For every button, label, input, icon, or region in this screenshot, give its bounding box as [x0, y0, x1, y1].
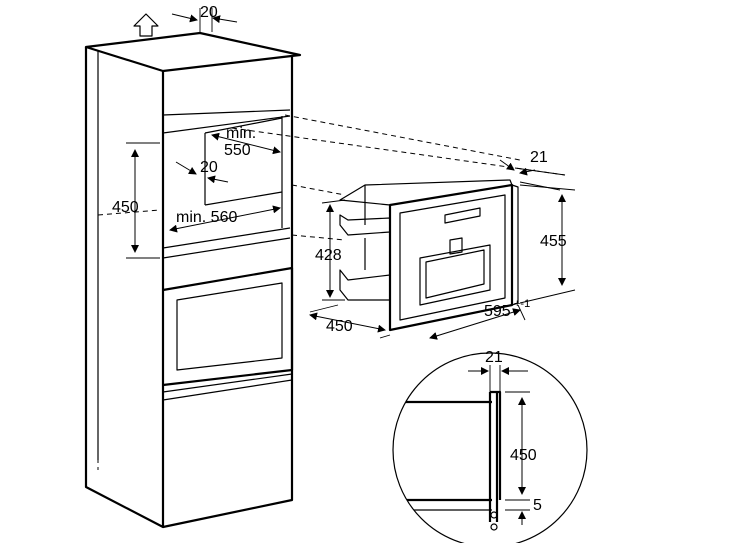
detail-offset-label: 5 — [533, 497, 542, 514]
front-height-label: 455 — [540, 233, 567, 250]
niche-bottom — [162, 227, 291, 249]
niche-depth-label-min: min. — [226, 125, 256, 142]
oven-door — [162, 266, 294, 387]
dispenser-opening — [419, 244, 491, 306]
niche-width-label: min. 560 — [176, 209, 237, 226]
machine-front-panel — [388, 183, 514, 332]
cabinet-front-edge — [162, 55, 294, 529]
detail-view — [392, 352, 588, 548]
inner-clearance-label: 20 — [200, 159, 218, 176]
machine-display — [444, 207, 481, 224]
body-depth-label: 450 — [326, 318, 353, 335]
lower-door — [162, 379, 293, 401]
ventilation-arrow-icon — [133, 13, 159, 37]
front-width-tolerance: +-1 — [514, 298, 530, 310]
machine-top — [339, 179, 513, 206]
detail-gap-label: 21 — [485, 349, 503, 366]
upper-shelf — [162, 109, 291, 116]
coffee-spout — [449, 237, 463, 255]
niche-height-label: 450 — [112, 199, 139, 216]
niche-depth-label-value: 550 — [224, 142, 251, 159]
vent-clearance-label: 20 — [200, 4, 218, 21]
body-height-label: 428 — [315, 247, 342, 264]
cabinet-side-panel — [84, 47, 165, 529]
machine-drip-tray — [339, 269, 391, 301]
front-width-label: 595 — [484, 303, 511, 320]
coffee-machine — [339, 179, 519, 332]
tall-cabinet — [84, 31, 302, 529]
front-depth-label: 21 — [530, 149, 548, 166]
oven-window — [176, 282, 283, 371]
cabinet-top — [84, 31, 302, 73]
detail-height-label: 450 — [510, 447, 537, 464]
